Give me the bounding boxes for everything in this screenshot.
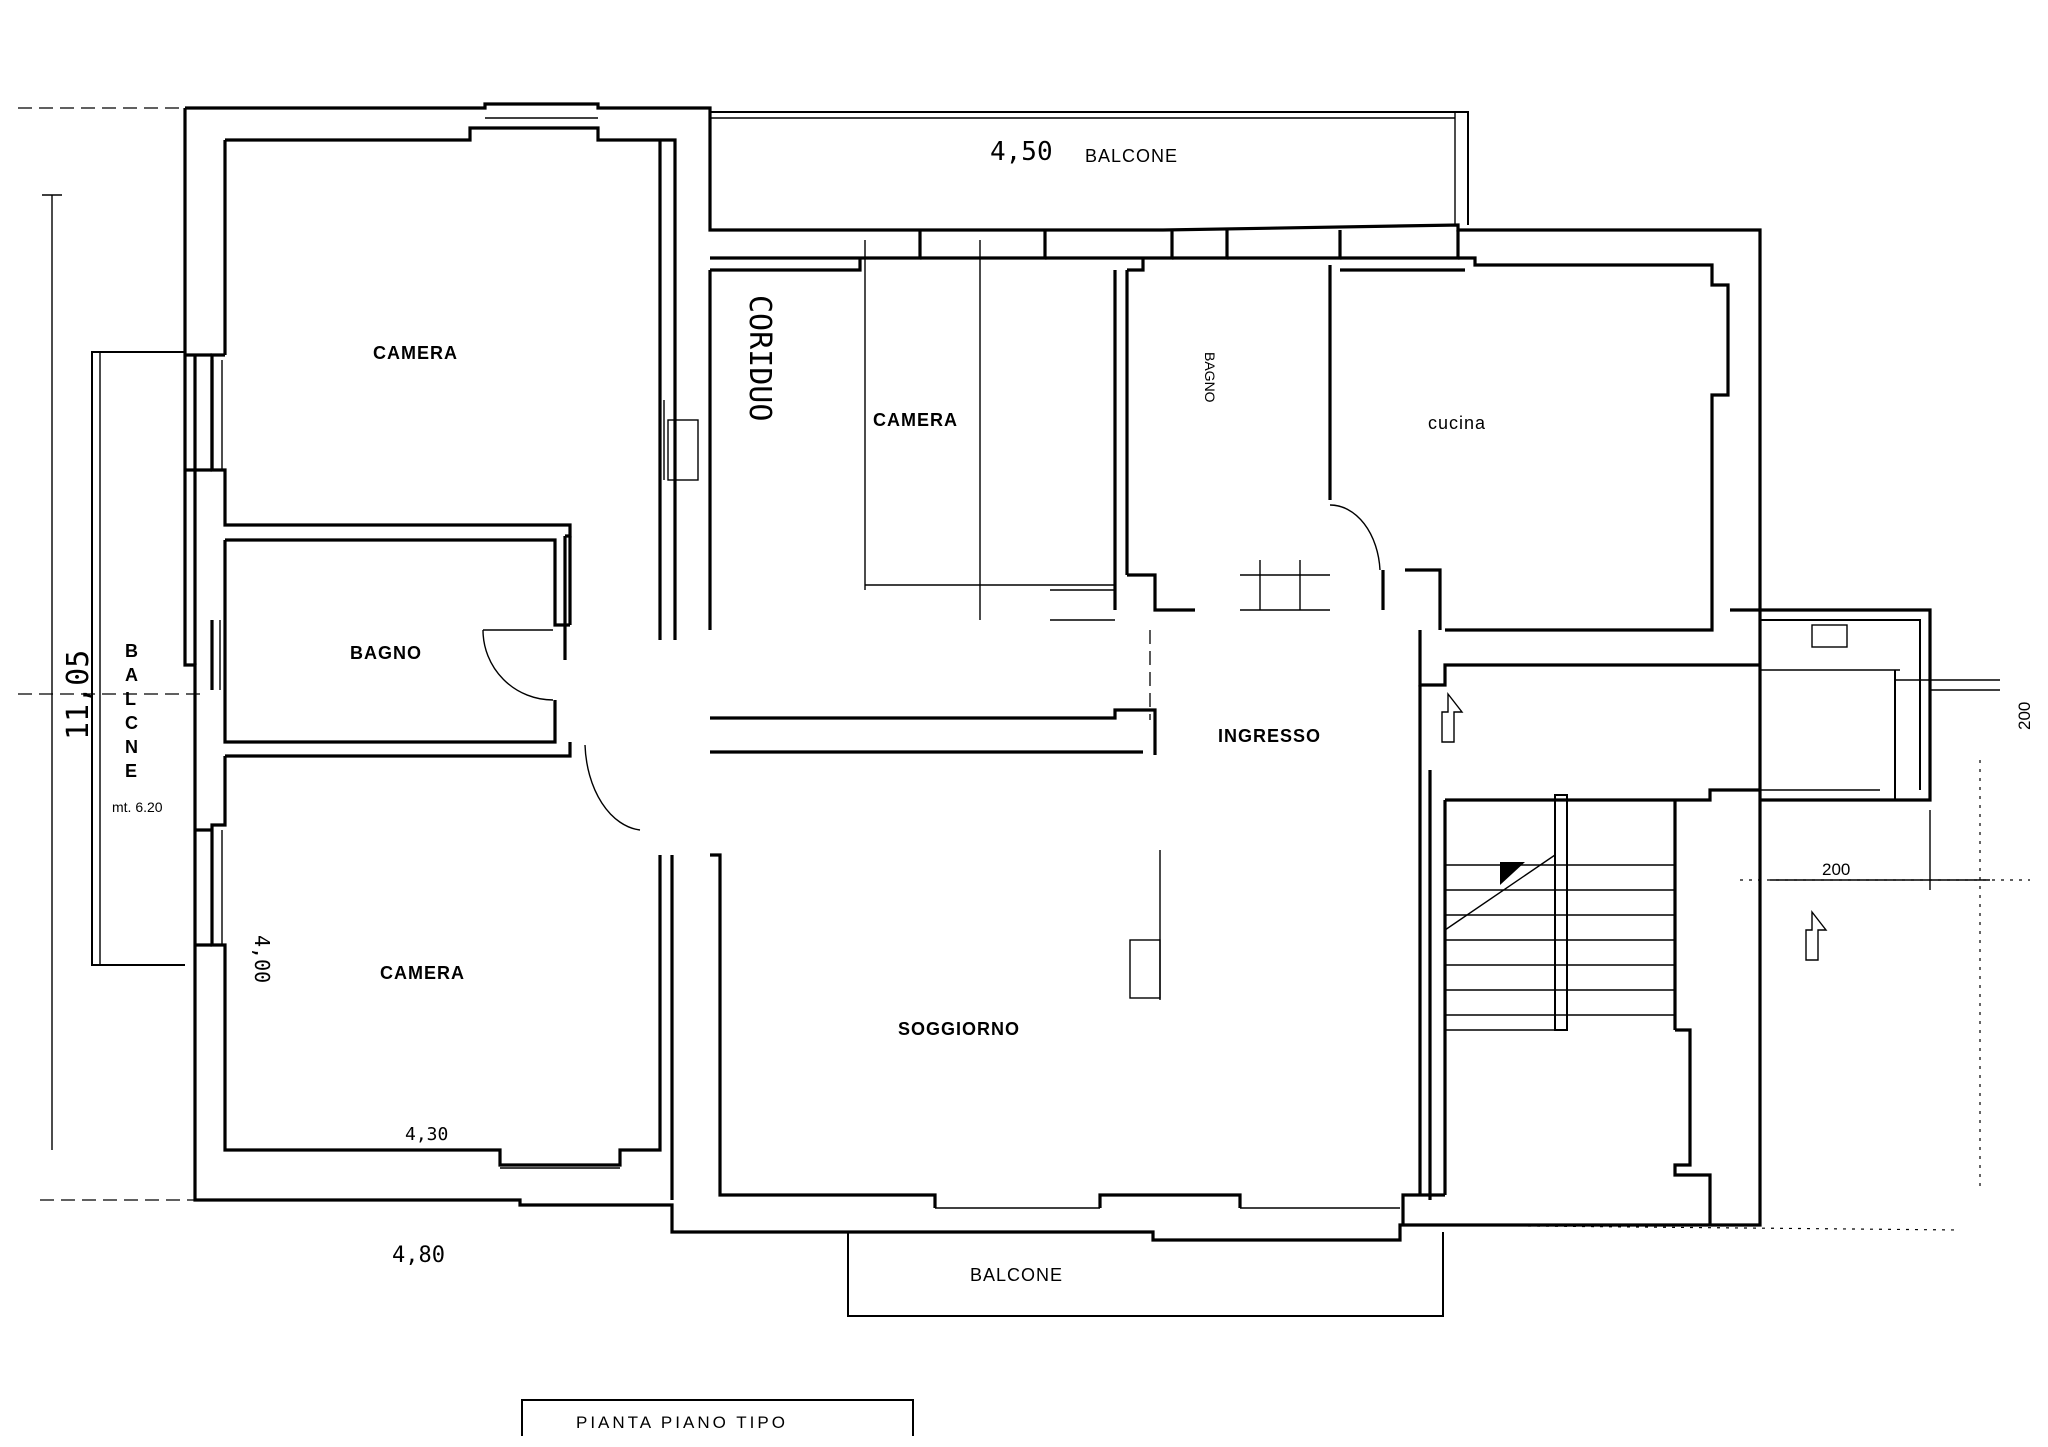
handwritten-note-corridor: CORIDUO	[742, 295, 777, 421]
plan-title: PIANTA PIANO TIPO	[576, 1413, 788, 1432]
label-camera-center: CAMERA	[873, 410, 958, 430]
room-camera-top-left	[185, 117, 699, 665]
label-cucina: cucina	[1428, 413, 1486, 433]
handwritten-dim-top-balcony: 4,50	[990, 137, 1053, 167]
label-soggiorno: SOGGIORNO	[898, 1019, 1020, 1039]
room-camera-bottom-left	[195, 742, 674, 1200]
balcone-letter: C	[125, 713, 139, 733]
label-balcone-left-length: mt. 6.20	[112, 799, 163, 815]
label-bagno-left: BAGNO	[350, 643, 422, 663]
balcone-letter: E	[125, 761, 138, 781]
balcone-letter: A	[125, 665, 139, 685]
exterior-walls	[183, 102, 1762, 1242]
balcone-letter: B	[125, 641, 139, 661]
dim-vertical-200: 200	[2015, 702, 2034, 730]
left-balcony	[91, 351, 185, 966]
balcone-letter: N	[125, 737, 139, 757]
room-bagno-center	[1127, 258, 1332, 612]
label-bagno-center: BAGNO	[1202, 352, 1218, 403]
handwritten-dim-overall: 11,05	[61, 650, 96, 740]
stair	[1441, 691, 1760, 1225]
room-bagno-left	[210, 536, 572, 744]
label-ingresso: INGRESSO	[1218, 726, 1321, 746]
handwritten-dim-camera: 4,00	[250, 935, 274, 983]
dim-horizontal-200: 200	[1822, 860, 1850, 879]
label-balcone-top: BALCONE	[1085, 146, 1178, 166]
bottom-balcony	[847, 1232, 1444, 1317]
title-block: PIANTA PIANO TIPO	[521, 1399, 914, 1436]
reference-lines	[18, 107, 2030, 1231]
room-ingresso-soggiorno	[710, 630, 1760, 1225]
balcone-letter: L	[125, 689, 137, 709]
room-cucina	[1329, 268, 1465, 630]
label-camera-top-left: CAMERA	[373, 343, 458, 363]
handwritten-dim-bottom: 4,80	[392, 1243, 445, 1268]
label-camera-bottom-left: CAMERA	[380, 963, 465, 983]
top-balcony	[710, 111, 1469, 225]
handwritten-dim-camera-bottom: 4,30	[405, 1124, 448, 1145]
room-camera-center	[708, 240, 1157, 755]
label-balcone-left: B A L C N E	[125, 641, 139, 781]
label-balcone-bottom: BALCONE	[970, 1265, 1063, 1285]
right-annex	[1730, 608, 2000, 961]
